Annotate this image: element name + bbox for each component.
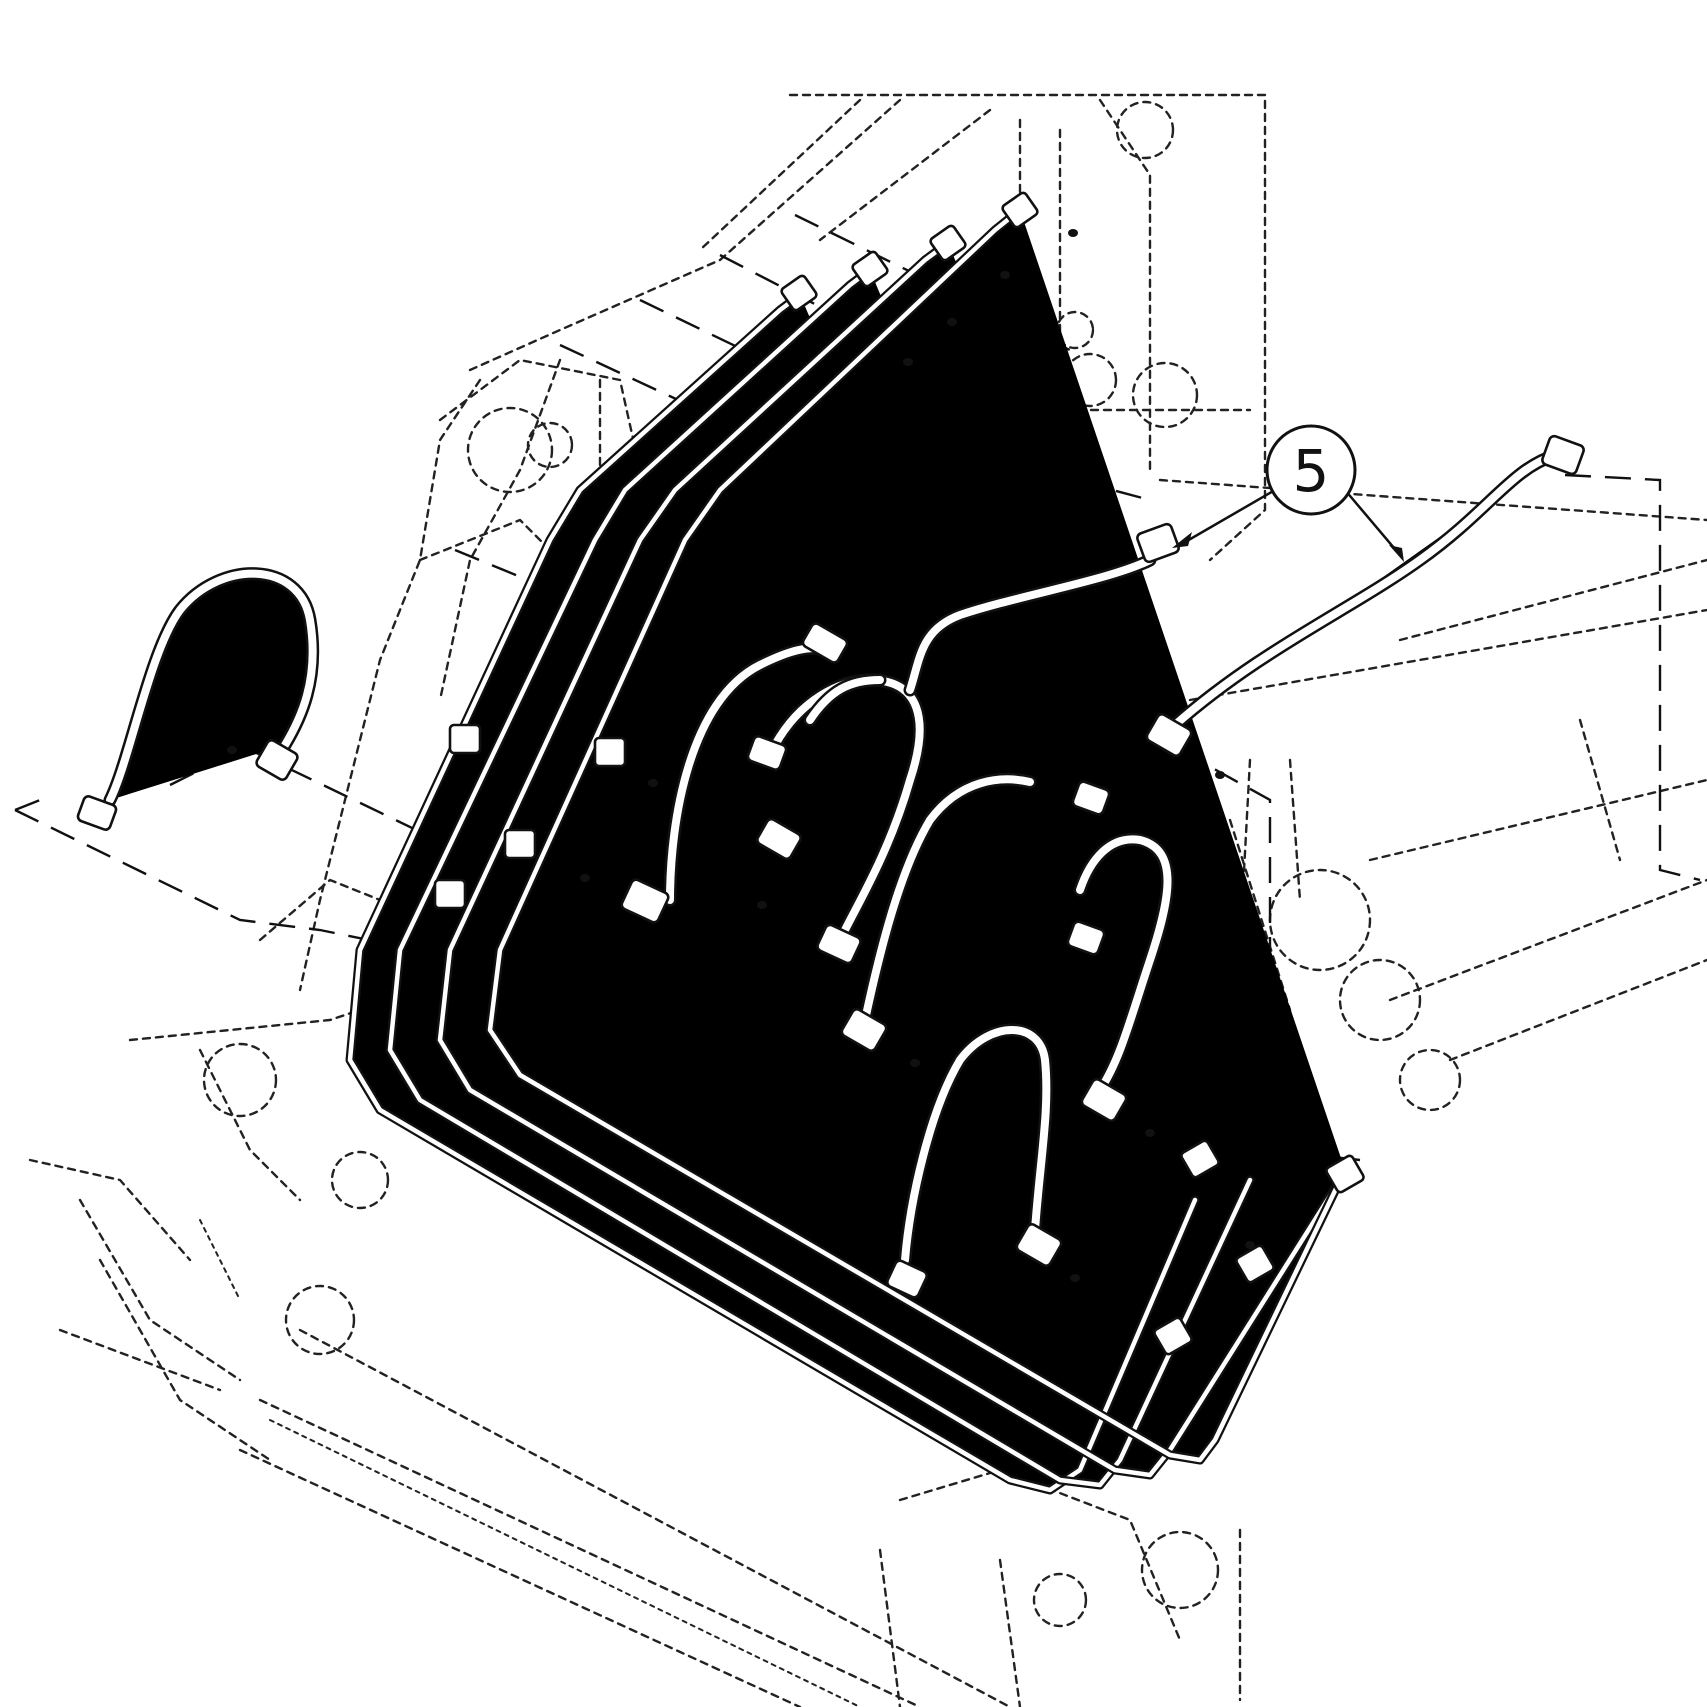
callout-circle (1265, 424, 1357, 516)
callout-leader-left (1179, 488, 1276, 547)
o-ring-seals (227, 229, 1255, 1282)
callout-5: 5 (1172, 424, 1404, 562)
fittings (76, 191, 1585, 1356)
callout-number: 5 (1293, 437, 1330, 505)
flexible-hoses (110, 455, 1555, 1260)
callout-leader-right (1344, 489, 1401, 556)
